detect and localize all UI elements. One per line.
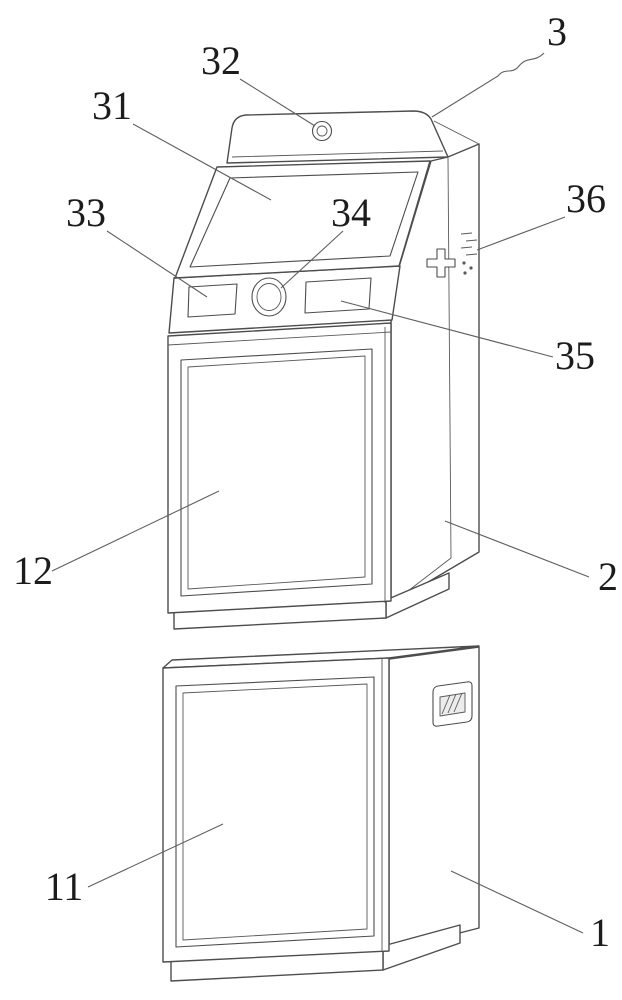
leader-line-2 <box>444 520 590 578</box>
grille-dash <box>460 246 473 249</box>
upper-front-face <box>167 322 392 614</box>
reference-labels: 3 32 31 33 34 36 35 12 2 11 1 <box>13 9 618 955</box>
right-slot-panel <box>304 277 372 314</box>
grille-dot <box>463 271 467 275</box>
grille-dash <box>465 239 478 242</box>
leader-line-33 <box>106 230 208 298</box>
ref-label-1: 1 <box>590 910 610 955</box>
leader-line-32 <box>239 78 316 127</box>
ref-label-12: 12 <box>13 548 53 593</box>
grille-dash <box>460 232 473 235</box>
leader-line-36 <box>476 216 566 251</box>
upper-door-panel-inner <box>187 355 366 590</box>
lower-door-panel-outer <box>175 676 375 948</box>
upper-roof-back-edge <box>433 120 480 145</box>
handle-hatch-line <box>447 693 457 714</box>
scanner-ring-inner <box>256 283 282 311</box>
camera-outer-ring <box>311 120 333 142</box>
ref-label-2: 2 <box>598 554 618 599</box>
leader-line-35 <box>340 300 554 358</box>
handle-hatch-line <box>453 692 463 713</box>
ref-label-34: 34 <box>331 190 371 235</box>
lower-door-panel-inner <box>182 683 368 941</box>
kiosk-lower-unit <box>162 645 480 982</box>
leader-line-31 <box>132 123 272 201</box>
display-screen <box>189 171 419 268</box>
ref-label-35: 35 <box>555 333 595 378</box>
handle-hatch-line <box>441 694 451 715</box>
lower-side-face <box>388 646 480 952</box>
camera-lens <box>316 125 328 137</box>
side-handle-slot <box>439 692 466 717</box>
cross-button <box>426 248 456 278</box>
grille-dot <box>462 261 466 265</box>
kiosk-upper-unit <box>167 110 480 630</box>
leader-line-3 <box>431 52 545 118</box>
speaker-grille <box>460 232 478 275</box>
ref-label-36: 36 <box>566 176 606 221</box>
grille-dash <box>465 253 478 256</box>
ref-label-3: 3 <box>547 9 567 54</box>
leader-lines <box>51 52 590 934</box>
ref-label-32: 32 <box>201 38 241 83</box>
upper-front-top-inner-line <box>167 331 392 346</box>
leader-line-1 <box>450 870 584 934</box>
ref-label-11: 11 <box>45 864 84 909</box>
lower-front-face <box>162 657 390 963</box>
leader-line-34 <box>280 230 344 289</box>
top-cap-inner-line <box>231 150 444 158</box>
side-handle-outer <box>432 681 473 727</box>
upper-door-panel-outer <box>180 348 373 597</box>
leader-line-12 <box>51 490 220 572</box>
ref-label-31: 31 <box>92 83 132 128</box>
top-cap <box>226 110 449 164</box>
leader-line-11 <box>87 823 224 888</box>
grille-dot <box>469 266 473 270</box>
scanner-ring-outer <box>251 277 287 317</box>
ref-label-33: 33 <box>66 190 106 235</box>
